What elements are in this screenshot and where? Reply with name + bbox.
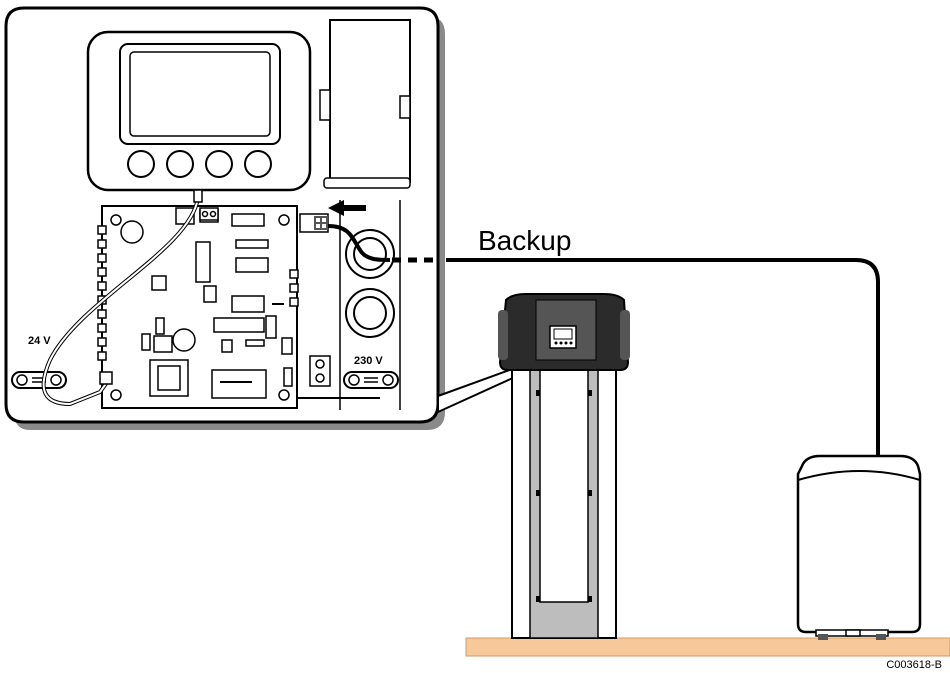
backup-label: Backup: [478, 225, 571, 256]
backup-connector: [299, 213, 329, 233]
backup-boiler: [796, 454, 922, 640]
display-button-4: [244, 150, 272, 178]
display-screen: [119, 43, 281, 145]
heat-pump-water-heater: [498, 293, 630, 639]
terminal-cover: [319, 19, 411, 410]
terminal-block-230v: [309, 355, 331, 387]
insert-arrow-icon: [328, 200, 366, 216]
figure-reference: C003618-B: [886, 659, 942, 671]
floor: [465, 637, 950, 657]
voltage-24v-label: 24 V: [28, 335, 51, 347]
cable-glands: [345, 229, 395, 338]
display-button-2: [166, 150, 194, 178]
display-button-1: [127, 150, 155, 178]
circuit-board: [97, 205, 299, 409]
voltage-230v-label: 230 V: [354, 355, 383, 367]
wire-24v: [41, 189, 203, 407]
cable-clamp-right: [343, 371, 399, 389]
cable-clamp-left: [11, 371, 67, 389]
display-unit: [86, 30, 312, 192]
display-button-3: [205, 150, 233, 178]
terminal-block-24v: [199, 207, 219, 221]
backup-cable: [327, 224, 880, 460]
